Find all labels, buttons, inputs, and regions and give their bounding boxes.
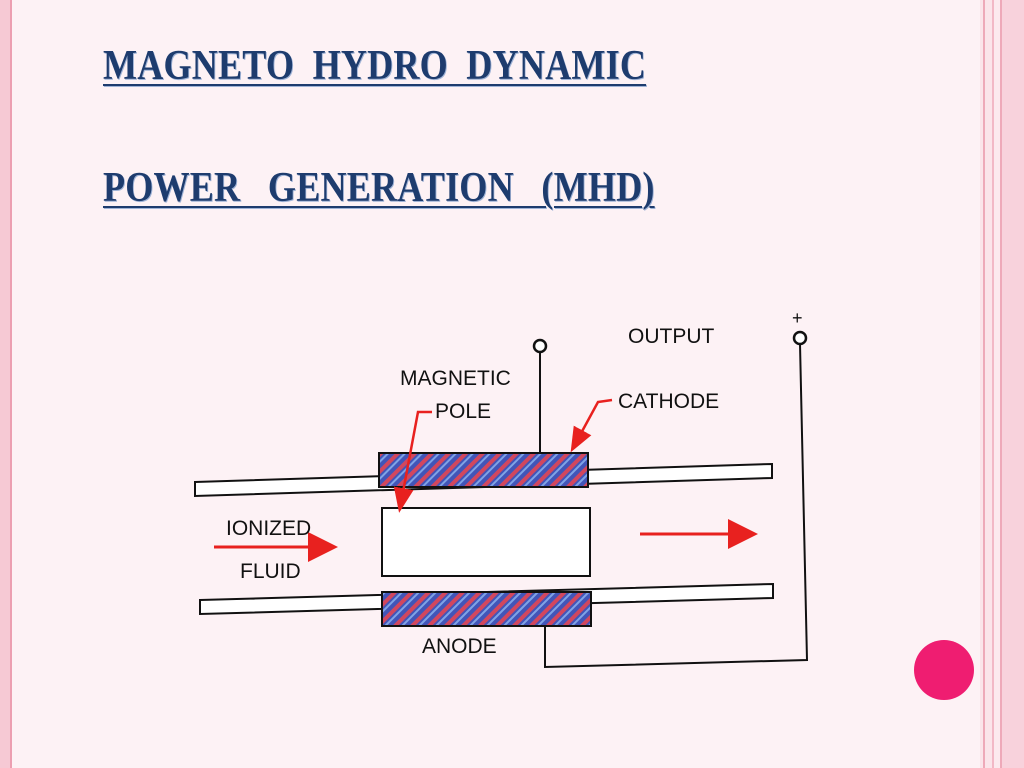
anode-electrode xyxy=(381,591,592,627)
label-fluid: FLUID xyxy=(240,560,301,583)
anode-wire xyxy=(544,343,809,669)
channel-box xyxy=(381,507,591,577)
accent-dot xyxy=(914,640,974,700)
label-ionized: IONIZED xyxy=(226,517,311,540)
label-cathode: CATHODE xyxy=(618,390,719,413)
left-border-stripe xyxy=(0,0,12,768)
label-plus: + xyxy=(792,308,803,328)
output-terminal-left xyxy=(532,338,548,354)
mhd-diagram: OUTPUT + MAGNETIC POLE CATHODE IONIZED F… xyxy=(194,308,809,669)
cathode-electrode xyxy=(378,452,589,488)
title-line-1: MAGNETO HYDRO DYNAMIC xyxy=(103,43,647,89)
output-terminal-right xyxy=(792,330,808,346)
label-pole: POLE xyxy=(435,400,491,423)
right-border-stripes xyxy=(980,0,1024,768)
label-output: OUTPUT xyxy=(628,325,715,348)
title-line-2: POWER GENERATION (MHD) xyxy=(103,165,655,211)
label-magnetic: MAGNETIC xyxy=(400,367,511,390)
cathode-pointer xyxy=(570,398,613,453)
label-anode: ANODE xyxy=(422,635,497,658)
magnetic-pole-pointer xyxy=(393,410,432,513)
